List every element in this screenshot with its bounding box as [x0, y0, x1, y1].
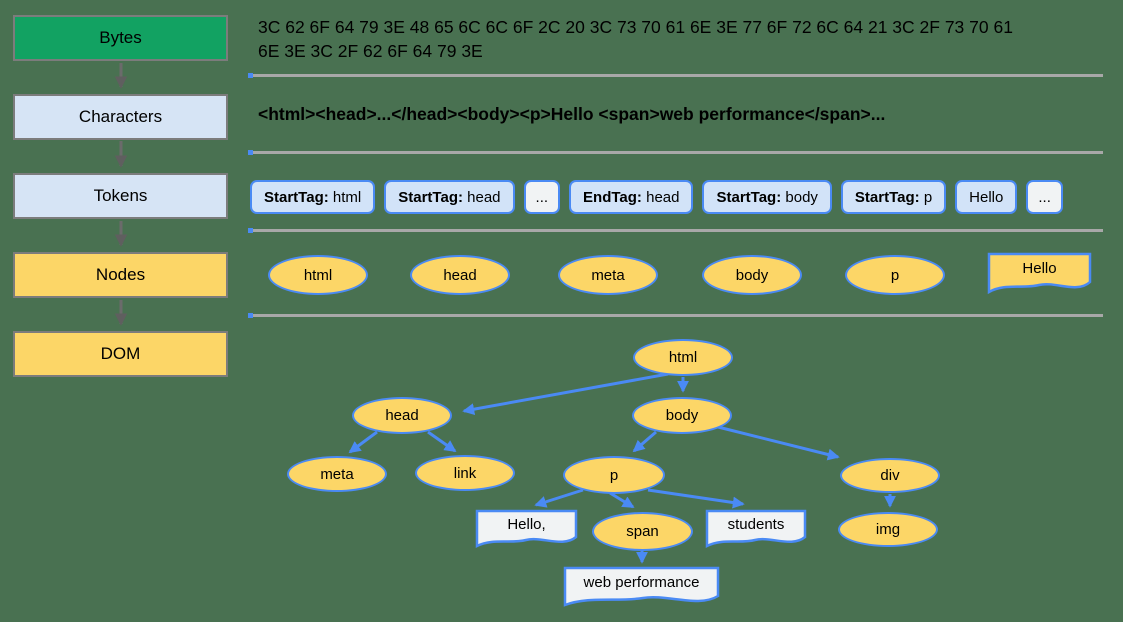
token-kind: StartTag: — [264, 188, 329, 206]
token-value: html — [328, 188, 362, 206]
edge-body-div-icon — [717, 425, 840, 461]
dom-node-html: html — [633, 339, 733, 376]
pipeline-stage-characters: Characters — [13, 94, 228, 140]
dom-node-body: body — [632, 397, 732, 434]
tape-label: Hello — [1022, 259, 1057, 277]
token-text-hello: Hello — [955, 180, 1018, 214]
bytes-hex-line1: 3C 62 6F 64 79 3E 48 65 6C 6C 6F 2C 20 3… — [258, 17, 1013, 37]
pipeline-stage-tokens: Tokens — [13, 173, 228, 219]
divider — [248, 150, 1103, 155]
token-value: head — [641, 188, 680, 206]
token-starttag-body: StartTag: body — [702, 180, 832, 214]
node-text-tape-hello: Hello — [987, 252, 1092, 295]
characters-markup-text: <html><head>...</head><body><p>Hello <sp… — [258, 104, 886, 124]
token-starttag-p: StartTag: p — [840, 180, 947, 214]
stage-label: Tokens — [93, 186, 148, 205]
dom-node-div: div — [840, 458, 940, 493]
token-value: Hello — [969, 188, 1004, 206]
tape-shape-icon — [475, 509, 578, 549]
bytes-hex-line2: 6E 3E 3C 2F 62 6F 64 79 3E — [258, 40, 483, 61]
tape-shape-icon — [987, 252, 1092, 295]
dom-text-node-students: students — [705, 509, 807, 549]
pipeline-stage-dom: DOM — [13, 331, 228, 377]
divider — [248, 73, 1103, 78]
token-starttag-head: StartTag: head — [384, 180, 515, 214]
token-row: StartTag: html StartTag: head ... EndTag… — [250, 180, 1063, 214]
node-ellipse-body: body — [702, 255, 802, 295]
token-endtag-head: EndTag: head — [569, 180, 694, 214]
token-kind: StartTag: — [854, 188, 920, 206]
divider — [248, 313, 1103, 318]
node-ellipse-meta: meta — [558, 255, 658, 295]
token-ellipsis: ... — [1026, 180, 1063, 214]
token-value: p — [919, 188, 933, 206]
pipeline-stage-nodes: Nodes — [13, 252, 228, 298]
stage-label: Nodes — [95, 265, 146, 284]
token-kind: EndTag: — [583, 188, 642, 206]
edge-p-students-icon — [647, 488, 745, 509]
tape-shape-icon — [705, 509, 807, 549]
edge-html-head-icon — [462, 372, 669, 416]
edge-body-p-icon — [632, 430, 657, 453]
token-starttag-html: StartTag: html — [250, 180, 376, 214]
node-ellipse-html: html — [268, 255, 368, 295]
edge-p-span-icon — [609, 491, 635, 509]
token-value: ... — [1038, 188, 1051, 206]
pipeline-stage-bytes: Bytes — [13, 15, 228, 61]
token-kind: StartTag: — [398, 188, 463, 206]
dom-text-node-web-performance: web performance — [563, 566, 720, 608]
token-value: head — [462, 188, 501, 206]
tape-label: Hello, — [507, 515, 546, 533]
token-value: body — [781, 188, 818, 206]
tape-shape-icon — [563, 566, 720, 607]
dom-text-node-hello: Hello, — [475, 509, 578, 549]
token-ellipsis: ... — [523, 180, 561, 214]
token-kind: StartTag: — [716, 188, 782, 206]
edge-head-link-icon — [427, 430, 457, 453]
node-ellipse-p: p — [845, 255, 945, 295]
stage-label: DOM — [100, 344, 141, 363]
dom-node-link: link — [415, 455, 515, 491]
tape-label: web performance — [583, 573, 700, 591]
edge-head-meta-icon — [348, 430, 378, 454]
stage-label: Characters — [78, 107, 163, 126]
dom-node-p: p — [563, 456, 665, 494]
dom-node-img: img — [838, 512, 938, 547]
token-value: ... — [535, 188, 549, 206]
dom-node-head: head — [352, 397, 452, 434]
tape-label: students — [727, 515, 785, 533]
bytes-hex-text: 3C 62 6F 64 79 3E 48 65 6C 6C 6F 2C 20 3… — [258, 16, 1078, 63]
node-ellipse-head: head — [410, 255, 510, 295]
edge-p-hello-icon — [534, 488, 584, 508]
dom-node-span: span — [592, 512, 693, 551]
stage-label: Bytes — [99, 28, 142, 47]
dom-node-meta: meta — [287, 456, 387, 492]
divider — [248, 228, 1103, 233]
